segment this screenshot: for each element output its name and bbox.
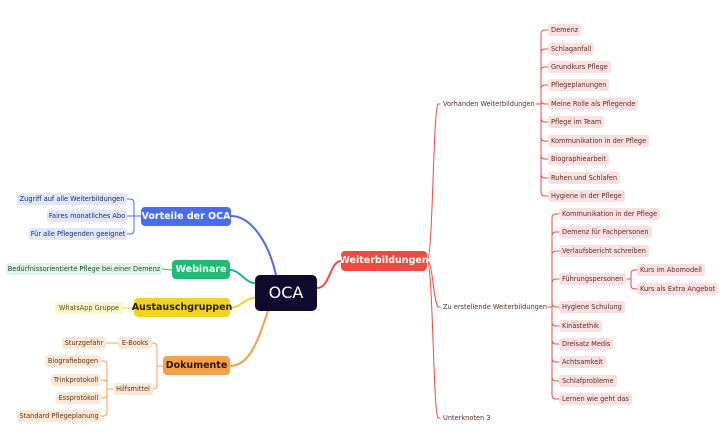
- edge-vorhanden-item: [540, 99, 549, 105]
- edge-root-vorteile: [230, 215, 277, 276]
- edge-zu-item: [551, 231, 560, 308]
- edge-vorteile-item: [126, 198, 135, 217]
- edge-zu-item: [551, 306, 560, 400]
- edge-wb-zu: [426, 260, 441, 308]
- kurs-extra-angebot-node[interactable]: Kurs als Extra Angebot: [637, 283, 719, 295]
- edge-webinare-item: [161, 268, 173, 271]
- hilfsmittel-item[interactable]: Biografiebogen: [45, 355, 101, 367]
- edge-vorhanden-item: [540, 103, 549, 123]
- hilfsmittel-item[interactable]: Trinkprotokoll: [51, 374, 101, 386]
- list-item[interactable]: Kommunikation in der Pflege: [559, 208, 661, 220]
- list-item[interactable]: Pflege im Team: [548, 116, 605, 128]
- list-item[interactable]: Biographiearbeit: [548, 153, 609, 165]
- edge-zu-item: [551, 278, 560, 308]
- list-item[interactable]: Schlaganfall: [548, 43, 595, 55]
- list-item[interactable]: Pflegeplanungen: [548, 79, 610, 91]
- hilfsmittel-node[interactable]: Hilfsmittel: [113, 383, 153, 395]
- list-item[interactable]: Grundkurs Pflege: [548, 61, 611, 73]
- edge-vorteile-item: [126, 215, 135, 235]
- edge-hilf-item: [100, 360, 108, 390]
- austauschgruppen-node[interactable]: Austauschgruppen: [132, 298, 232, 317]
- edge-hilf-item: [100, 388, 108, 417]
- list-item[interactable]: Demenz: [548, 24, 582, 36]
- edge-dok-hilfsmittel: [152, 365, 158, 390]
- vorteile-item[interactable]: Faires monatliches Abo: [47, 210, 127, 222]
- list-item[interactable]: Schlafprobleme: [559, 375, 617, 387]
- edge-root-weiterbildungen: [316, 260, 342, 289]
- list-item[interactable]: Kommunikation in der Pflege: [548, 135, 650, 147]
- edge-vorhanden-item: [540, 84, 549, 105]
- edge-wb-unterknoten: [426, 260, 441, 419]
- edge-root-austausch: [229, 297, 256, 309]
- webinare-item[interactable]: Bedürfnissorientierte Pflege bei einer D…: [6, 263, 162, 275]
- edge-root-dokumente: [229, 310, 269, 367]
- edge-zu-item: [551, 306, 560, 327]
- edge-hilf-item: [100, 388, 108, 399]
- edge-zu-item: [551, 213, 560, 308]
- edge-vorhanden-item: [540, 103, 549, 160]
- kurs-abomodell-node[interactable]: Kurs im Abomodell: [637, 264, 705, 276]
- edge-vorhanden-item: [540, 103, 549, 197]
- list-item[interactable]: Lernen wie geht das: [559, 393, 632, 405]
- list-item[interactable]: Meine Rolle als Pflegende: [548, 98, 639, 110]
- root-node[interactable]: OCA: [255, 275, 317, 311]
- vorteile-item[interactable]: Zugriff auf alle Weiterbildungen: [17, 193, 127, 205]
- list-item[interactable]: Ruhen und Schlafen: [548, 172, 621, 184]
- zu-erstellende-weiterbildungen-node[interactable]: Zu erstellende Weiterbildungen: [443, 302, 548, 311]
- ebooks-node[interactable]: E-Books: [118, 337, 152, 349]
- edge-hilf-item: [100, 379, 108, 390]
- edge-vorhanden-item: [540, 48, 549, 105]
- edge-dok-ebooks: [151, 342, 164, 367]
- list-item[interactable]: Verlaufsbericht schreiben: [559, 245, 649, 257]
- edge-zu-item: [551, 302, 560, 308]
- list-item[interactable]: Hygiene Schulung: [559, 301, 625, 313]
- ebooks-item[interactable]: Sturzgefahr: [62, 337, 106, 349]
- list-item[interactable]: Dreisatz Medis: [559, 338, 614, 350]
- weiterbildungen-node[interactable]: Weiterbildungen: [339, 251, 429, 271]
- edge-fuehrung-abo: [626, 269, 638, 280]
- vorteile-node[interactable]: Vorteile der OCA: [141, 207, 231, 226]
- list-item[interactable]: Hygiene in der Pflege: [548, 190, 625, 202]
- list-item[interactable]: Führungspersonen: [559, 273, 627, 285]
- edge-zu-item: [551, 306, 560, 363]
- vorteile-item[interactable]: Für alle Pflegenden geeignet: [29, 228, 127, 240]
- edge-vorhanden-item: [540, 66, 549, 105]
- hilfsmittel-item[interactable]: Essprotokoll: [56, 392, 101, 404]
- edge-fuehrung-extra: [630, 278, 638, 290]
- unterknoten-3-node[interactable]: Unterknoten 3: [443, 413, 491, 422]
- webinare-node[interactable]: Webinare: [172, 260, 230, 279]
- list-item[interactable]: Kinästethik: [559, 320, 602, 332]
- list-item[interactable]: Demenz für Fachpersonen: [559, 226, 652, 238]
- austausch-item[interactable]: WhatsApp Gruppe: [55, 302, 123, 314]
- edge-root-webinare: [229, 269, 256, 284]
- hilfsmittel-item[interactable]: Standard Pflegeplanung: [17, 410, 101, 422]
- vorhanden-weiterbildungen-node[interactable]: Vorhanden Weiterbildungen: [443, 99, 535, 108]
- edge-vorhanden-item: [540, 29, 549, 105]
- edge-wb-vorhanden: [426, 103, 441, 262]
- edge-zu-item: [551, 250, 560, 308]
- dokumente-node[interactable]: Dokumente: [163, 356, 230, 375]
- list-item[interactable]: Achtsamkeit: [559, 356, 606, 368]
